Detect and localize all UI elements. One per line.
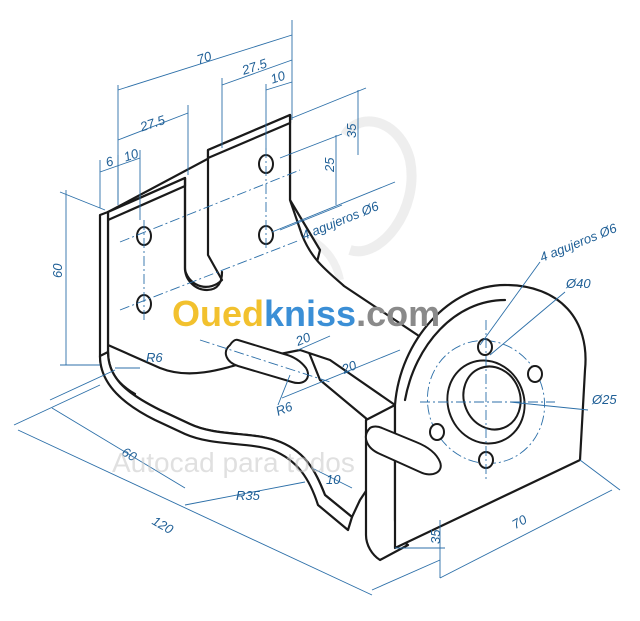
dim-60-left: 60	[50, 263, 65, 278]
dim-10-left: 10	[122, 146, 141, 165]
dim-25: 25	[322, 157, 337, 173]
left-plate-face	[106, 113, 457, 407]
base-slot	[224, 338, 310, 384]
dim-27-5-right: 27.5	[239, 55, 269, 78]
watermark-caption: Autocad para todos	[112, 447, 355, 478]
central-hole-inner	[462, 365, 522, 431]
dim-27-5-left: 27.5	[137, 112, 167, 135]
left-plate-top-edge-2	[206, 113, 292, 160]
dim-R6-a: R6	[146, 350, 163, 365]
dim-35-right: 35	[344, 123, 359, 138]
end-hole-3	[429, 423, 445, 441]
centerline-5	[199, 339, 331, 383]
dim-R6-b: R6	[274, 398, 296, 418]
end-hole-2	[527, 365, 543, 383]
base-slot-2	[364, 425, 442, 476]
dim-holes-right: 4 agujeros Ø6	[538, 220, 620, 265]
end-plate-inner-arc	[403, 298, 507, 402]
dim-dia25: Ø25	[591, 392, 617, 407]
dim-10-bottom: 10	[326, 472, 341, 487]
end-hole-1	[477, 338, 493, 356]
dim-R35: R35	[236, 488, 261, 503]
dim-holes-left: 4 agujeros Ø6	[300, 198, 382, 243]
dim-10-top: 10	[269, 68, 288, 87]
dimension-lines	[13, 20, 621, 596]
dim-35-bottom: 35	[428, 529, 443, 544]
base-plate-front-edge	[98, 350, 354, 532]
watermark-brand: Ouedkniss.com	[172, 293, 440, 334]
dim-dia40: Ø40	[565, 276, 591, 291]
dim-70-bottom: 70	[509, 511, 530, 532]
dim-20-a: 20	[293, 329, 314, 349]
centerline-1	[119, 169, 301, 243]
centerline-2	[119, 239, 301, 311]
watermark-brand-part3: .com	[356, 293, 440, 334]
dim-120: 120	[150, 513, 177, 537]
dim-20-b: 20	[339, 357, 360, 377]
dim-6: 6	[104, 153, 116, 170]
watermark-brand-part1: Oued	[172, 293, 264, 334]
watermark-brand-part2: kniss	[264, 293, 356, 334]
dim-70-top: 70	[195, 48, 214, 67]
tab-slot	[183, 176, 224, 292]
